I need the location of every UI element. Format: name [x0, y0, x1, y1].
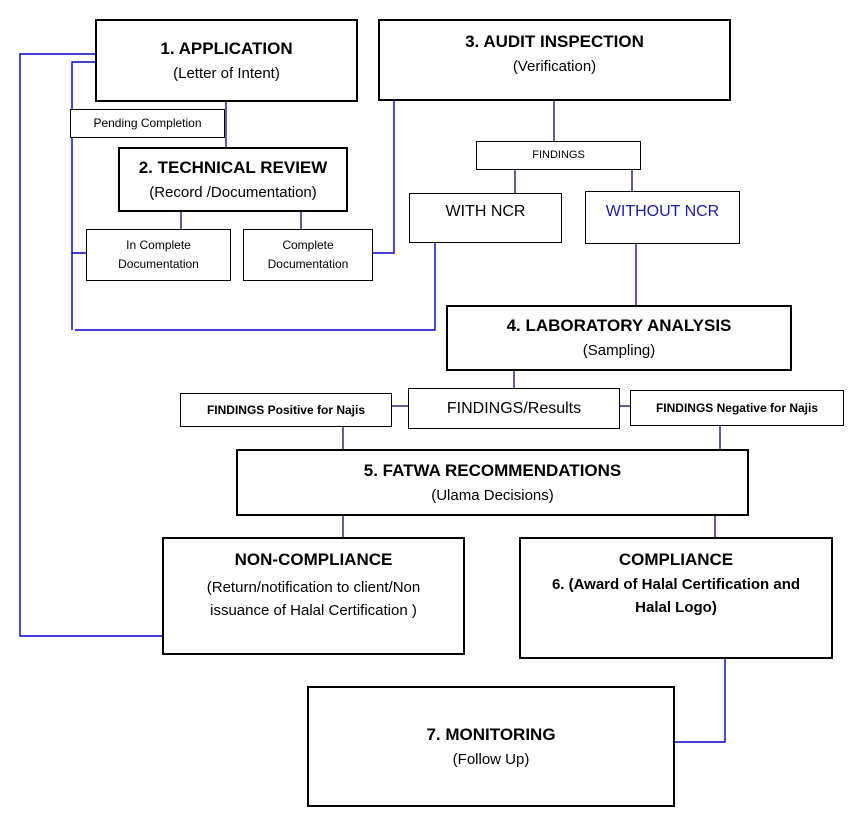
non-compliance-line1: (Return/notification to client/Non — [206, 579, 421, 597]
without-ncr-label: WITHOUT NCR — [605, 203, 720, 220]
fatwa-title: 5. FATWA RECOMMENDATIONS — [363, 460, 622, 480]
with-ncr-box: WITH NCR — [409, 193, 562, 243]
monitoring-box: 7. MONITORING (Follow Up) — [307, 686, 675, 807]
pending-completion-box: Pending Completion — [70, 109, 225, 138]
findings-results-label: FINDINGS/Results — [446, 399, 582, 417]
arrow-complete-to-audit — [373, 83, 399, 254]
with-ncr-label: WITH NCR — [445, 203, 526, 220]
audit-inspection-title: 3. AUDIT INSPECTION — [465, 32, 644, 51]
compliance-line1: 6. (Award of Halal Certification and — [551, 576, 801, 594]
laboratory-analysis-box: 4. LABORATORY ANALYSIS (Sampling) — [446, 305, 792, 371]
application-box: 1. APPLICATION (Letter of Intent) — [95, 19, 358, 102]
fatwa-subtitle: (Ulama Decisions) — [431, 486, 554, 504]
complete-doc-line1: Complete — [282, 238, 334, 252]
monitoring-subtitle: (Follow Up) — [452, 750, 530, 768]
application-subtitle: (Letter of Intent) — [173, 64, 280, 82]
findings-box: FINDINGS — [476, 141, 641, 170]
complete-doc-line2: Documentation — [267, 257, 349, 271]
fatwa-recommendations-box: 5. FATWA RECOMMENDATIONS (Ulama Decision… — [236, 449, 749, 516]
pending-completion-label: Pending Completion — [93, 116, 202, 130]
arrow-noncompliance-to-application — [19, 49, 162, 637]
findings-label: FINDINGS — [532, 148, 585, 161]
without-ncr-box: WITHOUT NCR — [585, 191, 740, 244]
complete-documentation-box: Complete Documentation — [243, 229, 373, 281]
laboratory-analysis-subtitle: (Sampling) — [582, 342, 656, 360]
line-incomplete-to-loop — [71, 138, 86, 254]
incomplete-doc-line2: Documentation — [118, 257, 199, 271]
non-compliance-title: NON-COMPLIANCE — [234, 550, 393, 569]
technical-review-title: 2. TECHNICAL REVIEW — [138, 157, 328, 177]
application-title: 1. APPLICATION — [160, 38, 293, 58]
monitoring-title: 7. MONITORING — [426, 724, 556, 744]
technical-review-subtitle: (Record /Documentation) — [149, 183, 317, 201]
findings-results-box: FINDINGS/Results — [408, 388, 620, 429]
laboratory-analysis-title: 4. LABORATORY ANALYSIS — [506, 316, 732, 335]
audit-inspection-box: 3. AUDIT INSPECTION (Verification) — [378, 19, 731, 101]
non-compliance-line2: issuance of Halal Certification ) — [210, 602, 417, 619]
non-compliance-box: NON-COMPLIANCE (Return/notification to c… — [162, 537, 465, 655]
findings-positive-label: FINDINGS Positive for Najis — [206, 402, 366, 417]
technical-review-box: 2. TECHNICAL REVIEW (Record /Documentati… — [118, 147, 348, 212]
findings-negative-box: FINDINGS Negative for Najis — [630, 390, 844, 426]
incomplete-doc-line1: In Complete — [126, 238, 191, 252]
findings-negative-label: FINDINGS Negative for Najis — [655, 400, 819, 415]
compliance-box: COMPLIANCE 6. (Award of Halal Certificat… — [519, 537, 833, 659]
incomplete-documentation-box: In Complete Documentation — [86, 229, 231, 281]
line-compliance-to-monitoring — [675, 658, 726, 743]
audit-inspection-subtitle: (Verification) — [512, 58, 597, 76]
compliance-line2: Halal Logo) — [635, 599, 717, 616]
compliance-title: COMPLIANCE — [618, 550, 734, 569]
findings-positive-box: FINDINGS Positive for Najis — [180, 393, 392, 427]
